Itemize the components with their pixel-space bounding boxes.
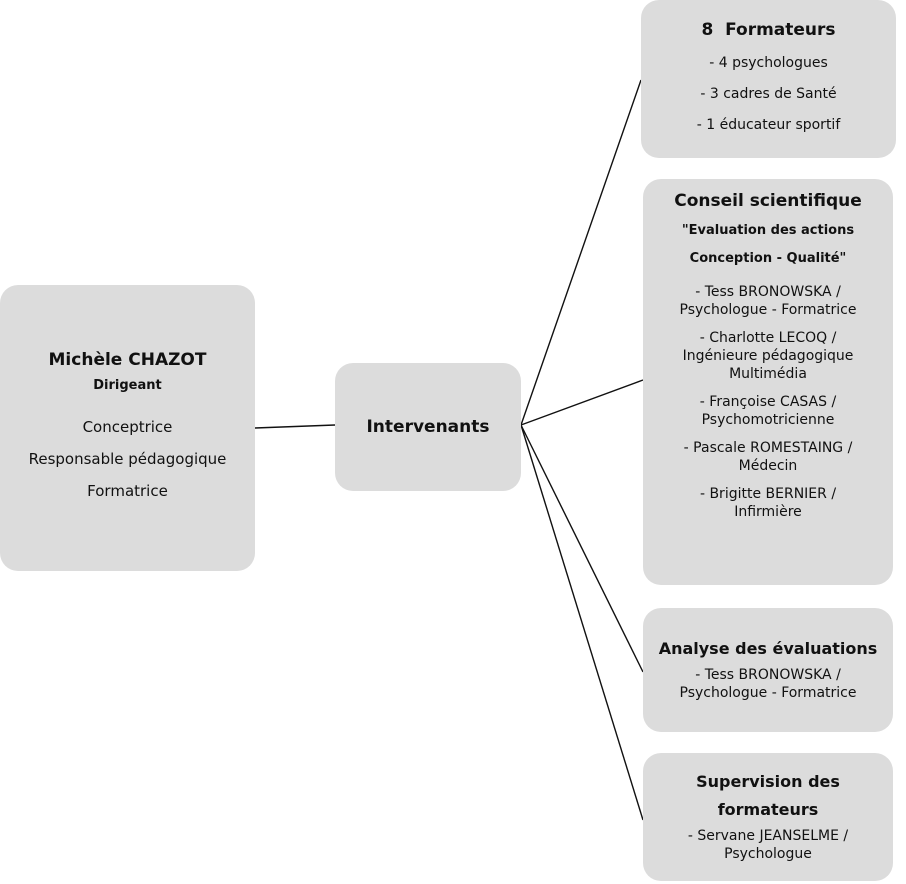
branch-item: - 4 psychologues [709, 55, 828, 71]
branch-analyse-evaluations: Analyse des évaluations - Tess BRONOWSKA… [643, 608, 893, 732]
connector-hub-conseil [520, 379, 644, 426]
root-desc-line: Conceptrice [82, 417, 173, 436]
member-name: - Charlotte LECOQ / [699, 330, 837, 346]
member-entry: - Tess BRONOWSKA / Psychologue - Formatr… [680, 283, 857, 319]
root-desc-line: Formatrice [87, 481, 168, 500]
branch-title: 8 Formateurs [701, 20, 836, 40]
branch-supervision-formateurs: Supervision des formateurs - Servane JEA… [643, 753, 893, 881]
branch-title: formateurs [717, 800, 819, 819]
branch-item: - 1 éducateur sportif [696, 117, 841, 133]
connector-hub-analyse [520, 424, 644, 673]
member-entry: - Pascale ROMESTAING / Médecin [684, 439, 853, 475]
member-role: Multimédia [729, 366, 807, 382]
hub-label: Intervenants [366, 417, 490, 437]
member-name: - Pascale ROMESTAING / [683, 440, 853, 456]
branch-subtitle: Conception - Qualité" [689, 251, 847, 266]
member-name: - Servane JEANSELME / [687, 828, 849, 844]
branch-item: - 3 cadres de Santé [700, 86, 837, 102]
root-name: Michèle CHAZOT [48, 349, 207, 370]
connector-hub-supervision [520, 424, 644, 821]
branch-conseil-scientifique: Conseil scientifique "Evaluation des act… [643, 179, 893, 585]
member-entry: - Brigitte BERNIER / Infirmière [700, 485, 836, 521]
member-name: - Brigitte BERNIER / [699, 486, 837, 502]
root-role: Dirigeant [93, 377, 162, 393]
member-role: Psychologue [724, 846, 812, 862]
branch-title: Analyse des évaluations [658, 638, 878, 658]
root-node: Michèle CHAZOT Dirigeant Conceptrice Res… [0, 285, 255, 571]
member-role: Ingénieure pédagogique [682, 348, 854, 364]
member-role: Psychomotricienne [701, 412, 835, 428]
member-role: Psychologue - Formatrice [679, 302, 857, 318]
member-entry: - Françoise CASAS / Psychomotricienne [700, 393, 836, 429]
member-name: - Tess BRONOWSKA / [695, 284, 841, 300]
branch-formateurs: 8 Formateurs - 4 psychologues - 3 cadres… [641, 0, 896, 158]
member-name: - Françoise CASAS / [699, 394, 837, 410]
member-entry: - Servane JEANSELME / Psychologue [688, 827, 848, 863]
connector-hub-formateurs [520, 79, 642, 426]
branch-title: Supervision des [696, 772, 840, 791]
hub-node: Intervenants [335, 363, 521, 491]
member-entry: - Tess BRONOWSKA / Psychologue - Formatr… [680, 666, 857, 702]
root-desc-line: Responsable pédagogique [28, 449, 227, 468]
branch-subtitle: "Evaluation des actions [681, 223, 855, 238]
member-name: - Tess BRONOWSKA / [695, 666, 841, 683]
root-description: Conceptrice Responsable pédagogique Form… [29, 411, 227, 507]
member-entry: - Charlotte LECOQ / Ingénieure pédagogiq… [683, 329, 854, 383]
member-role: Psychologue - Formatrice [679, 684, 857, 701]
connector-root-hub [254, 424, 336, 429]
branch-title: Conseil scientifique [674, 191, 862, 211]
member-role: Infirmière [734, 504, 802, 520]
member-role: Médecin [738, 458, 798, 474]
